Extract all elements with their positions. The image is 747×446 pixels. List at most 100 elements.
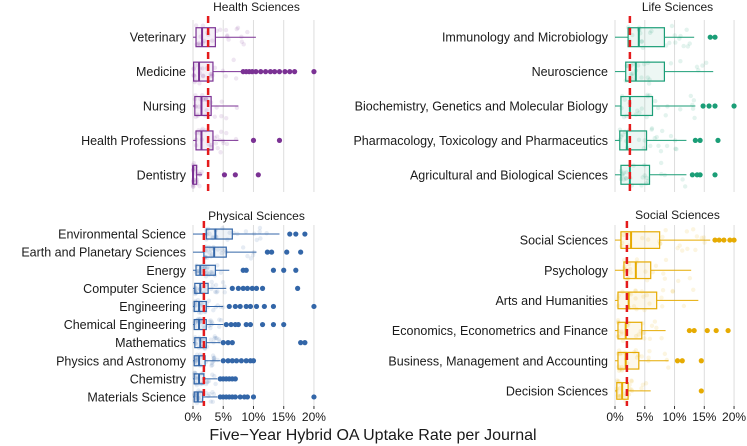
jitter-point	[673, 40, 678, 45]
box-iqr	[194, 282, 209, 294]
jitter-point	[258, 236, 263, 241]
jitter-point	[203, 96, 209, 101]
outlier-point	[292, 69, 298, 75]
outlier-point	[697, 137, 703, 143]
category-label: Veterinary	[130, 31, 187, 45]
jitter-point	[692, 115, 697, 121]
jitter-point	[209, 360, 215, 366]
jitter-point	[215, 263, 220, 268]
jitter-point	[209, 270, 215, 275]
outlier-point	[253, 285, 260, 291]
x-tick-label: 15%	[272, 410, 296, 424]
outlier-point	[232, 376, 238, 382]
box-engineering: Engineering	[119, 297, 317, 315]
jitter-point	[212, 65, 218, 71]
jitter-point	[619, 331, 624, 336]
jitter-point	[196, 104, 202, 109]
outlier-point	[262, 69, 269, 75]
jitter-point	[621, 177, 626, 182]
jitter-point	[210, 399, 216, 405]
jitter-point	[649, 323, 655, 328]
box-mathematics: Mathematics	[115, 334, 308, 351]
category-label: Nursing	[143, 100, 186, 114]
jitter-point	[209, 252, 215, 257]
jitter-point	[215, 247, 221, 252]
jitter-point	[212, 334, 218, 339]
outlier-point	[712, 237, 718, 243]
jitter-point	[210, 389, 215, 395]
jitter-point	[212, 289, 218, 295]
outlier-point	[232, 172, 238, 178]
outlier-point	[221, 172, 228, 178]
jitter-point	[663, 257, 669, 263]
category-label: Earth and Planetary Sciences	[21, 246, 186, 260]
jitter-point	[702, 240, 707, 245]
outlier-point	[698, 358, 704, 364]
jitter-point	[675, 245, 680, 251]
outlier-point	[233, 358, 240, 364]
box-chemical-engineering: Chemical Engineering	[64, 316, 287, 332]
jitter-point	[634, 355, 640, 360]
outlier-point	[250, 358, 257, 364]
jitter-point	[191, 161, 197, 166]
jitter-point	[672, 33, 677, 38]
x-tick-label: 5%	[636, 410, 654, 424]
jitter-point	[659, 295, 664, 300]
jitter-point	[633, 333, 639, 339]
jitter-point	[670, 289, 675, 294]
x-tick-label: 20%	[302, 410, 326, 424]
x-tick-label: 10%	[241, 410, 265, 424]
outlier-point	[272, 69, 278, 75]
jitter-point	[677, 243, 682, 248]
jitter-point	[211, 392, 217, 397]
jitter-point	[666, 365, 671, 370]
jitter-point	[208, 247, 213, 252]
jitter-point	[646, 355, 651, 360]
jitter-point	[191, 184, 196, 189]
jitter-point	[646, 81, 652, 86]
jitter-point	[633, 296, 638, 301]
jitter-point	[200, 74, 206, 79]
outlier-point	[243, 267, 249, 273]
jitter-point	[219, 250, 224, 256]
jitter-point	[212, 374, 217, 379]
jitter-point	[197, 183, 202, 189]
jitter-point	[630, 77, 635, 82]
jitter-point	[681, 303, 687, 309]
box-iqr	[617, 351, 640, 370]
box-iqr	[619, 130, 648, 151]
outlier-point	[679, 358, 685, 364]
jitter-point	[639, 386, 644, 391]
jitter-point	[634, 257, 640, 262]
outlier-point	[276, 69, 283, 75]
box-economics-econometrics-and-finance: Economics, Econometrics and Finance	[392, 317, 731, 344]
jitter-point	[207, 231, 212, 236]
jitter-point	[208, 325, 213, 331]
jitter-point	[218, 318, 224, 323]
jitter-point	[670, 288, 675, 294]
jitter-point	[211, 356, 217, 361]
x-axis-title: Five−Year Hybrid OA Uptake Rate per Jour…	[209, 427, 536, 444]
outlier-point	[253, 303, 260, 310]
jitter-point	[214, 290, 219, 295]
outlier-point	[716, 237, 722, 243]
jitter-point	[662, 276, 668, 281]
jitter-point	[208, 73, 214, 79]
jitter-point	[194, 358, 200, 364]
jitter-point	[239, 39, 245, 44]
jitter-point	[628, 71, 634, 77]
jitter-point	[241, 42, 246, 47]
jitter-point	[653, 98, 658, 104]
category-label: Immunology and Microbiology	[442, 31, 609, 45]
outlier-point	[220, 358, 226, 364]
box-business-management-and-accounting: Business, Management and Accounting	[388, 348, 704, 374]
jitter-point	[213, 141, 219, 146]
outlier-point	[686, 327, 693, 334]
outlier-point	[255, 172, 261, 178]
outlier-point	[226, 303, 232, 310]
box-materials-science: Materials Science	[87, 388, 317, 406]
box-iqr	[623, 261, 652, 280]
jitter-point	[650, 269, 655, 275]
jitter-point	[615, 378, 620, 383]
jitter-point	[649, 28, 654, 34]
